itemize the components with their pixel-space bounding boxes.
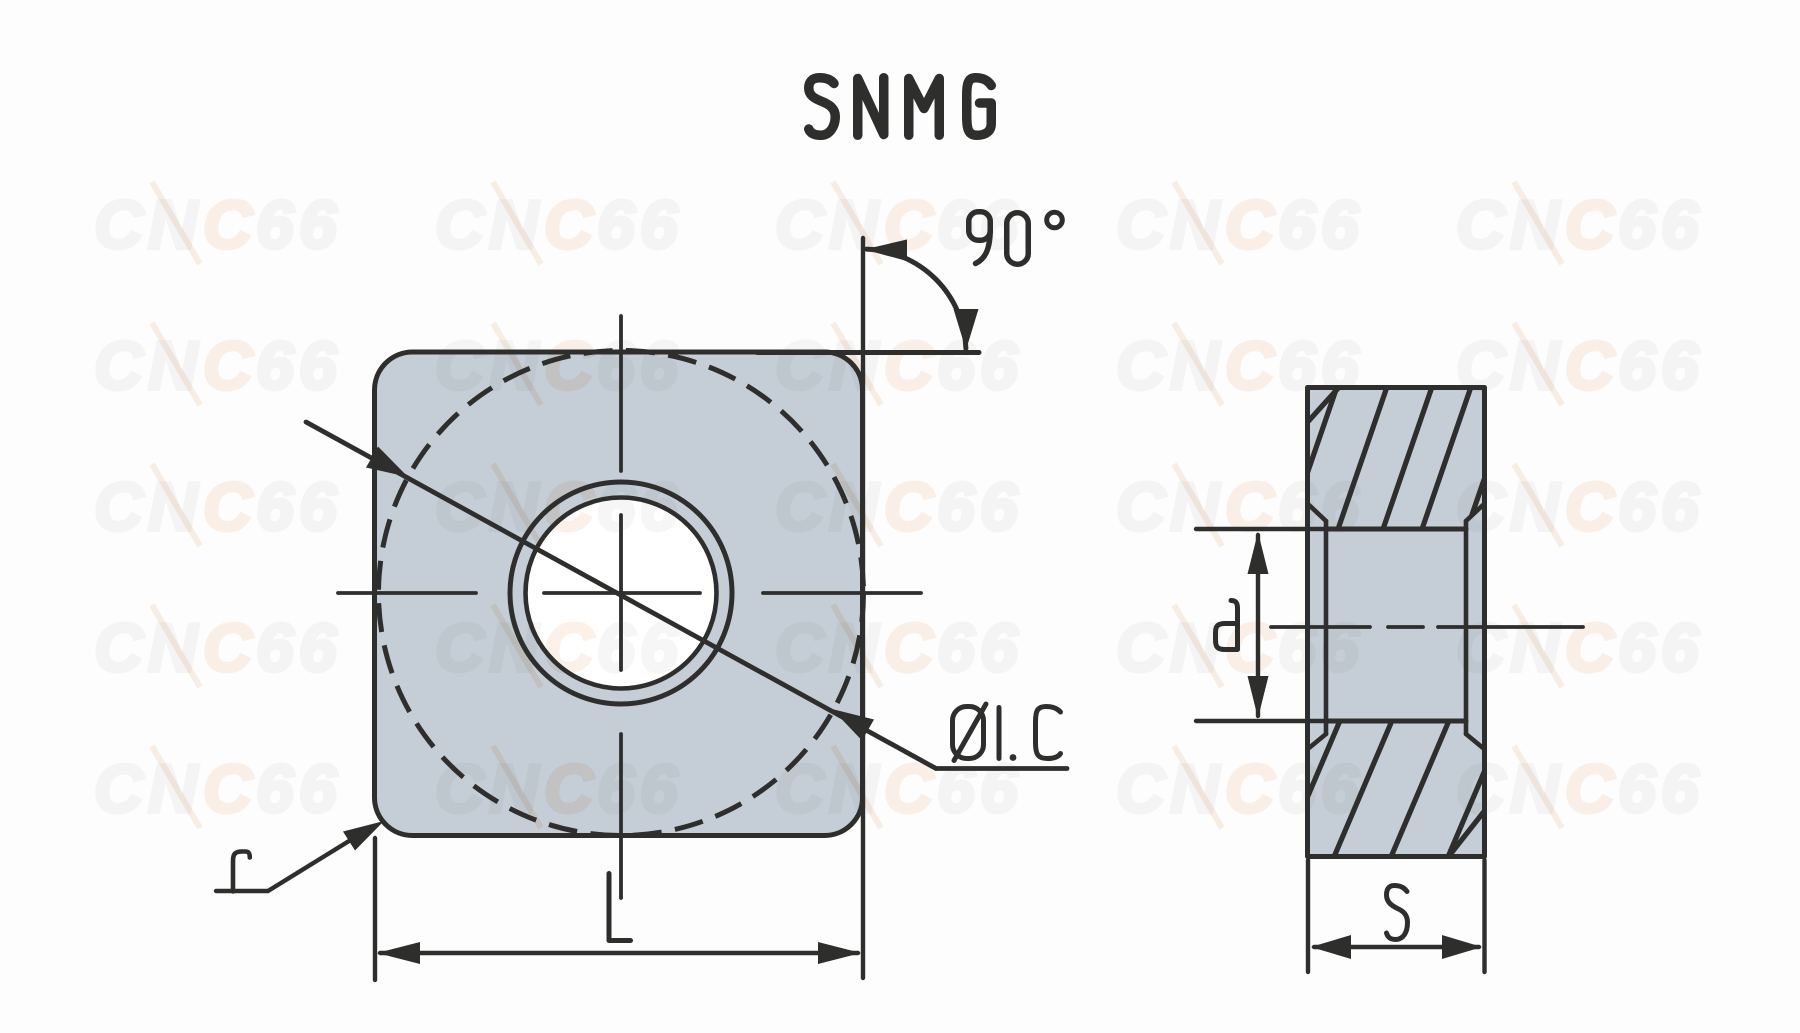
svg-text:CN: CN xyxy=(1456,328,1564,404)
svg-text:66: 66 xyxy=(256,328,342,404)
svg-text:C: C xyxy=(203,328,253,404)
svg-text:66: 66 xyxy=(597,187,683,263)
svg-text:CN: CN xyxy=(94,751,202,827)
svg-text:C: C xyxy=(544,328,594,404)
svg-text:CN: CN xyxy=(1456,187,1564,263)
svg-text:66: 66 xyxy=(1618,610,1704,686)
svg-text:66: 66 xyxy=(1618,187,1704,263)
svg-text:66: 66 xyxy=(1278,751,1364,827)
svg-text:66: 66 xyxy=(1618,328,1704,404)
svg-text:CN: CN xyxy=(94,469,202,545)
svg-text:C: C xyxy=(1565,469,1615,545)
svg-text:CN: CN xyxy=(94,328,202,404)
svg-text:C: C xyxy=(203,187,253,263)
svg-text:66: 66 xyxy=(937,610,1023,686)
svg-text:CN: CN xyxy=(435,187,543,263)
svg-text:C: C xyxy=(203,610,253,686)
svg-text:66: 66 xyxy=(1278,610,1364,686)
svg-text:C: C xyxy=(884,610,934,686)
svg-text:66: 66 xyxy=(1278,328,1364,404)
svg-text:CN: CN xyxy=(1116,187,1224,263)
svg-text:66: 66 xyxy=(256,610,342,686)
svg-text:CN: CN xyxy=(1456,751,1564,827)
svg-text:C: C xyxy=(1225,469,1275,545)
svg-text:66: 66 xyxy=(937,187,1023,263)
svg-text:C: C xyxy=(884,469,934,545)
svg-text:66: 66 xyxy=(937,469,1023,545)
svg-text:C: C xyxy=(1565,328,1615,404)
svg-text:C: C xyxy=(884,328,934,404)
svg-text:CN: CN xyxy=(775,328,883,404)
svg-text:CN: CN xyxy=(775,469,883,545)
svg-text:CN: CN xyxy=(1116,328,1224,404)
svg-text:CN: CN xyxy=(1456,610,1564,686)
svg-text:66: 66 xyxy=(1618,751,1704,827)
svg-text:C: C xyxy=(1225,751,1275,827)
svg-text:CN: CN xyxy=(435,328,543,404)
svg-text:66: 66 xyxy=(597,751,683,827)
svg-text:CN: CN xyxy=(1116,469,1224,545)
svg-text:C: C xyxy=(1225,328,1275,404)
svg-text:C: C xyxy=(544,751,594,827)
svg-text:C: C xyxy=(1565,187,1615,263)
svg-text:66: 66 xyxy=(256,751,342,827)
svg-text:66: 66 xyxy=(937,328,1023,404)
svg-text:66: 66 xyxy=(256,469,342,545)
svg-text:C: C xyxy=(1565,751,1615,827)
svg-text:C: C xyxy=(544,187,594,263)
svg-text:66: 66 xyxy=(597,328,683,404)
svg-text:66: 66 xyxy=(1278,469,1364,545)
svg-text:66: 66 xyxy=(937,751,1023,827)
svg-text:CN: CN xyxy=(94,610,202,686)
svg-text:C: C xyxy=(203,751,253,827)
svg-text:C: C xyxy=(1225,187,1275,263)
svg-text:66: 66 xyxy=(1278,187,1364,263)
svg-text:CN: CN xyxy=(775,610,883,686)
svg-text:CN: CN xyxy=(94,187,202,263)
svg-text:66: 66 xyxy=(1618,469,1704,545)
svg-text:C: C xyxy=(1565,610,1615,686)
svg-text:CN: CN xyxy=(1116,610,1224,686)
svg-text:C: C xyxy=(203,469,253,545)
svg-text:66: 66 xyxy=(256,187,342,263)
svg-text:CN: CN xyxy=(1116,751,1224,827)
